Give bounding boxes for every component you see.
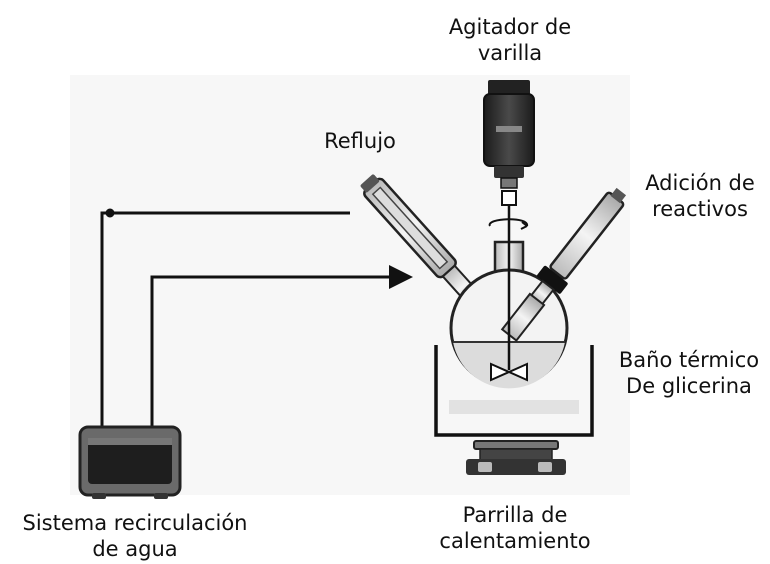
recirculation-label-line1: Sistema recirculación (22, 511, 248, 535)
hotplate-label: Parrilla de calentamiento (430, 502, 600, 554)
recirculation-label: Sistema recirculación de agua (0, 510, 270, 562)
hose-inlet (150, 265, 413, 445)
reflux-label: Reflujo (295, 128, 425, 154)
hotplate-label-line1: Parrilla de (462, 503, 568, 527)
stirrer-label-line2: varilla (477, 41, 543, 65)
reagents-label-line1: Adición de (645, 171, 755, 195)
reagents-label-line2: reactivos (652, 197, 748, 221)
hotplate-label-line2: calentamiento (439, 529, 591, 553)
bath-label-line2: De glicerina (626, 374, 752, 398)
rod-stirrer (483, 80, 535, 382)
recirculation-label-line2: de agua (92, 537, 178, 561)
bath-label-line1: Baño térmico (618, 348, 760, 372)
reflux-condenser (360, 174, 485, 310)
recirculation-unit (78, 425, 182, 499)
glycerin-bath (434, 345, 594, 437)
hose-outlet (100, 211, 350, 445)
water-hoses (100, 208, 413, 445)
stirrer-label: Agitador de varilla (430, 14, 590, 66)
hot-plate (466, 440, 566, 475)
reagent-funnel (500, 187, 627, 342)
stirrer-label-line1: Agitador de (448, 15, 572, 39)
reflux-label-text: Reflujo (324, 129, 396, 153)
reagents-label: Adición de reactivos (630, 170, 770, 222)
bath-label: Baño térmico De glicerina (608, 347, 770, 399)
